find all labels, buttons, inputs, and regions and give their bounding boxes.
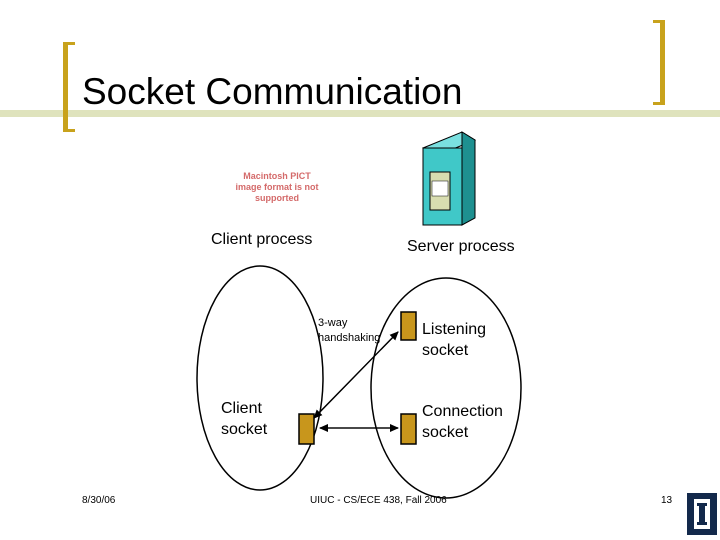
university-logo-icon (687, 493, 717, 535)
handshake-return-arrow (313, 331, 399, 419)
listening-socket (400, 311, 417, 341)
slide-title: Socket Communication (82, 71, 463, 112)
client-socket (298, 413, 315, 445)
client-process-label: Client process (211, 231, 313, 248)
footer-date: 8/30/06 (82, 495, 116, 506)
footer-course: UIUC - CS/ECE 438, Fall 2006 (310, 495, 447, 506)
client-process-ellipse (196, 265, 324, 491)
handshake-label: 3-way handshaking (318, 317, 381, 344)
client-socket-label: Client socket (221, 400, 268, 438)
connection-socket-label: Connection socket (422, 403, 503, 441)
pict-placeholder-text: Macintosh PICT image format is not suppo… (235, 171, 319, 203)
listening-socket-label: Listening socket (422, 321, 487, 359)
server-process-ellipse (370, 277, 522, 499)
title-band (0, 110, 720, 117)
connection-socket (400, 413, 417, 445)
right-bracket (653, 20, 665, 105)
footer-page-number: 13 (661, 495, 673, 506)
left-bracket (63, 42, 75, 132)
server-computer-icon (421, 131, 477, 226)
server-process-label: Server process (407, 238, 515, 255)
